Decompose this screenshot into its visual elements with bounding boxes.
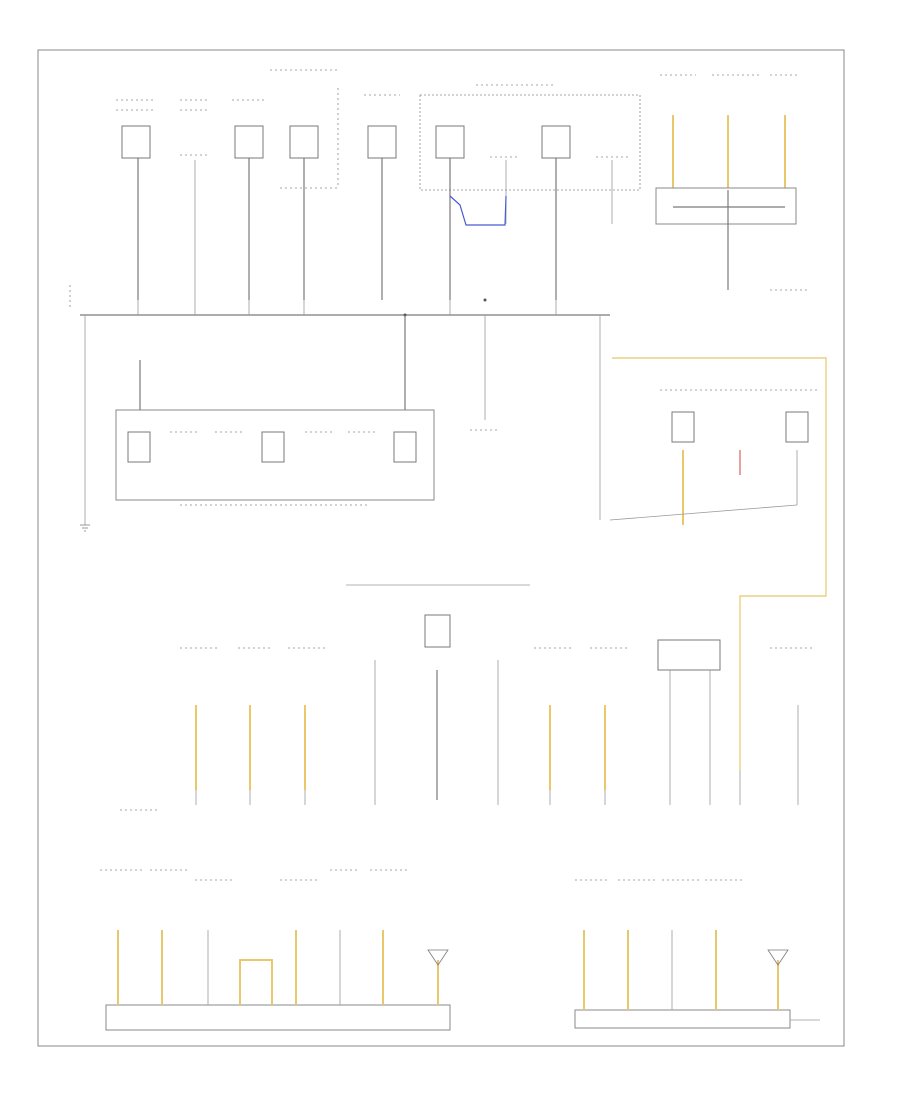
top-component-2 <box>180 99 210 300</box>
diagram-frame <box>37 49 845 1047</box>
lower-components <box>180 614 815 800</box>
ground-bus-upper <box>69 285 610 317</box>
lower-ground-symbols <box>120 770 799 811</box>
junction-block-top <box>419 84 641 300</box>
right-ground-section <box>599 315 827 770</box>
bottom-left-bus <box>100 869 451 1031</box>
top-component-4 <box>270 69 339 300</box>
bottom-right-bus <box>574 879 820 1029</box>
center-ground-drop <box>470 315 500 431</box>
top-component-3 <box>232 99 266 300</box>
junction-block-middle <box>115 315 435 506</box>
top-component-1 <box>116 99 156 300</box>
left-ground-drop <box>80 315 90 532</box>
top-component-5 <box>364 94 400 300</box>
top-right-connector <box>655 74 808 291</box>
